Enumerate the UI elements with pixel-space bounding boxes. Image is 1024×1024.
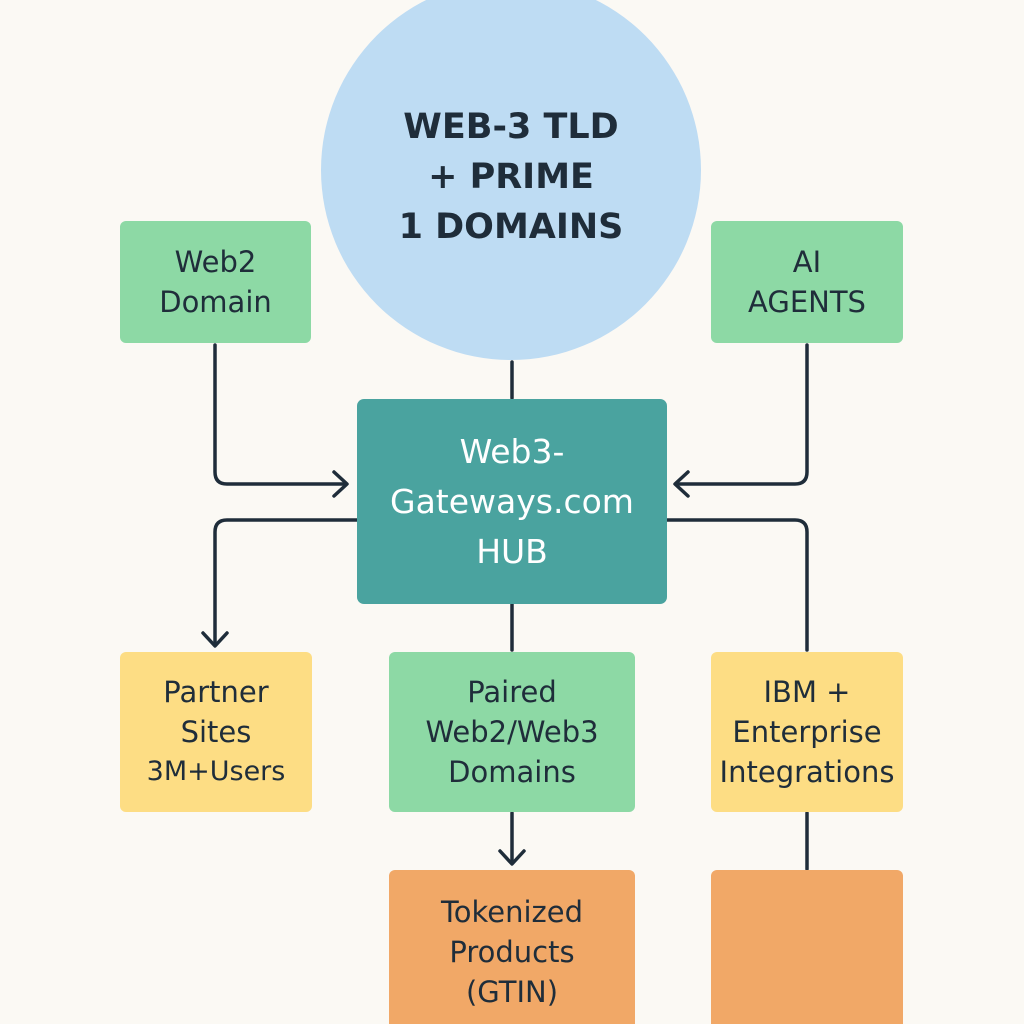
node-label-line: Tokenized [440, 895, 584, 929]
web3-tld-prime-domains-node: WEB-3 TLD + PRIME 1 DOMAINS [321, 0, 701, 360]
node-label-line: Integrations [719, 755, 895, 789]
web3-gateways-hub-node: Web3- Gateways.com HUB [357, 399, 667, 604]
node-label-line: Paired [467, 675, 557, 709]
node-label-line: Domain [159, 285, 272, 319]
node-label-line: IBM + [763, 675, 851, 709]
node-label-line: Partner [163, 675, 269, 709]
arrowhead-ai-to-hub [673, 470, 690, 498]
blank-orange-node [711, 870, 903, 1024]
paired-domains-node: Paired Web2/Web3 Domains [389, 652, 635, 812]
connector-ai-to-hub [674, 343, 809, 486]
node-label-line: AI [792, 245, 822, 279]
node-label-line: 1 DOMAINS [398, 207, 624, 247]
node-label-line: Sites [180, 715, 252, 749]
node-label-line: WEB-3 TLD [403, 107, 619, 147]
node-label-line: Web2 [174, 245, 257, 279]
arrowhead-web2-to-hub [332, 470, 349, 498]
tokenized-products-node: Tokenized Products (GTIN) [389, 870, 635, 1024]
node-label-line: (GTIN) [465, 975, 559, 1009]
node-label-line: AGENTS [748, 285, 866, 319]
connector-hub-to-partner [213, 518, 360, 647]
ibm-enterprise-node: IBM + Enterprise Integrations [711, 652, 903, 812]
connector-hub-to-ibm [664, 518, 809, 652]
node-label-line: + PRIME [428, 157, 594, 197]
ai-agents-node: AI AGENTS [711, 221, 903, 343]
node-label-line: Web2/Web3 [425, 715, 599, 749]
node-label-line: Web3- [459, 431, 565, 471]
arrowhead-hub-to-partner [201, 631, 229, 648]
node-label-line: HUB [476, 531, 548, 571]
node-label-line: Products [449, 935, 575, 969]
node-label-line: Domains [448, 755, 576, 789]
node-label-line: 3M+Users [146, 756, 286, 787]
node-label-line: Gateways.com [390, 481, 634, 521]
partner-sites-node: Partner Sites 3M+Users [120, 652, 312, 812]
connector-web2-to-hub [213, 343, 348, 486]
web2-domain-node: Web2 Domain [120, 221, 311, 343]
arrowhead-paired-to-tokenized [498, 849, 526, 866]
node-label-line: Enterprise [732, 715, 882, 749]
